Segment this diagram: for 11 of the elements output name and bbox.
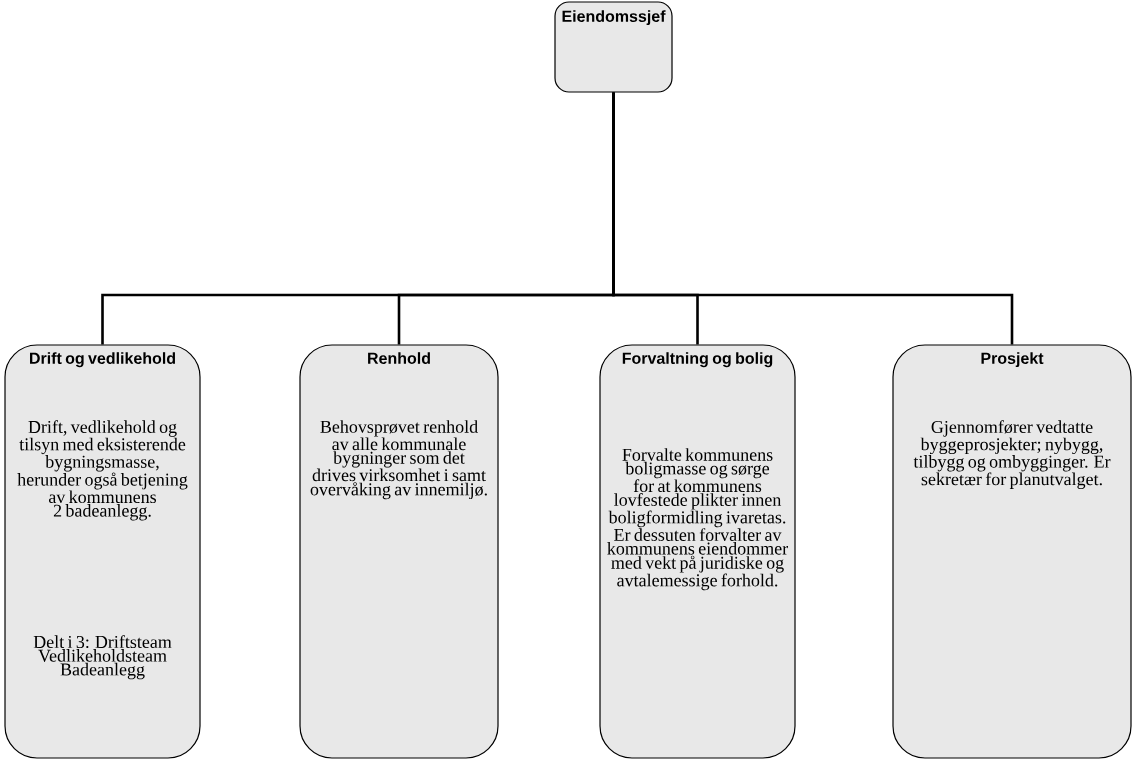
box-text: Behovsprøvet renhold av alle kommunale bygninger som det drives virksomhet i samt overvåking av innemiljø. (310, 420, 487, 500)
box-text: Delt i 3: Driftsteam Vedlikeholdsteam Badeanlegg (33, 635, 172, 680)
box-heading: Prosjekt (981, 352, 1044, 368)
box-heading: Drift og vedlikehold (30, 352, 175, 368)
box-heading: Renhold (368, 352, 430, 364)
box-text: Forvalte kommunens boligmasse og sørge for at kommunens lovfestede plikter innen boligformidling ivaretas. Er dessuten forvalter av kommunens eiendommer med vekt på juridiske og avtalemessige forhold. (607, 448, 788, 591)
box-text: Drift, vedlikehold og tilsyn med eksisterende bygningsmasse, herunder også betjening av kommunens 2 badeanlegg. (17, 420, 188, 521)
connector-line (612, 92, 1014, 345)
box-heading: Forvaltning og bolig (622, 352, 773, 368)
box-text: Gjennomfører vedtatte byggeprosjekter; nybygg, tilbygg og ombygginger. Er sekretær for planutvalget. (913, 420, 1111, 489)
box-heading: Eiendomssjef (562, 10, 666, 26)
